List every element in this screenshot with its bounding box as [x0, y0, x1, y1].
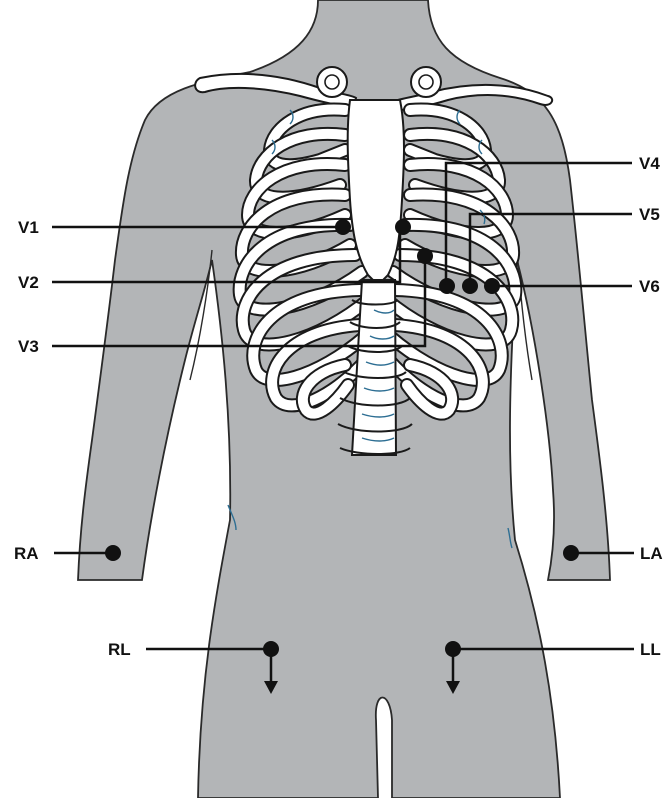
- left-first-rib-head: [411, 67, 441, 97]
- electrode-v3-dot: [417, 248, 433, 264]
- lead-label-v6: V6: [639, 277, 660, 296]
- electrode-rl-dot: [263, 641, 279, 657]
- lead-label-rl: RL: [108, 640, 131, 659]
- electrode-v4-dot: [439, 278, 455, 294]
- lead-label-v2: V2: [18, 273, 39, 292]
- lead-label-ra: RA: [14, 544, 39, 563]
- right-first-rib-head: [317, 67, 347, 97]
- electrode-ll-dot: [445, 641, 461, 657]
- electrode-v1-dot: [335, 219, 351, 235]
- electrode-v6-dot: [484, 278, 500, 294]
- lead-label-v1: V1: [18, 218, 39, 237]
- lead-label-la: LA: [640, 544, 663, 563]
- lead-label-v3: V3: [18, 337, 39, 356]
- electrode-v5-dot: [462, 278, 478, 294]
- electrode-la-dot: [563, 545, 579, 561]
- lead-label-v4: V4: [639, 154, 660, 173]
- lead-label-v5: V5: [639, 205, 660, 224]
- electrode-v2-dot: [395, 219, 411, 235]
- electrode-ra-dot: [105, 545, 121, 561]
- lead-label-ll: LL: [640, 640, 661, 659]
